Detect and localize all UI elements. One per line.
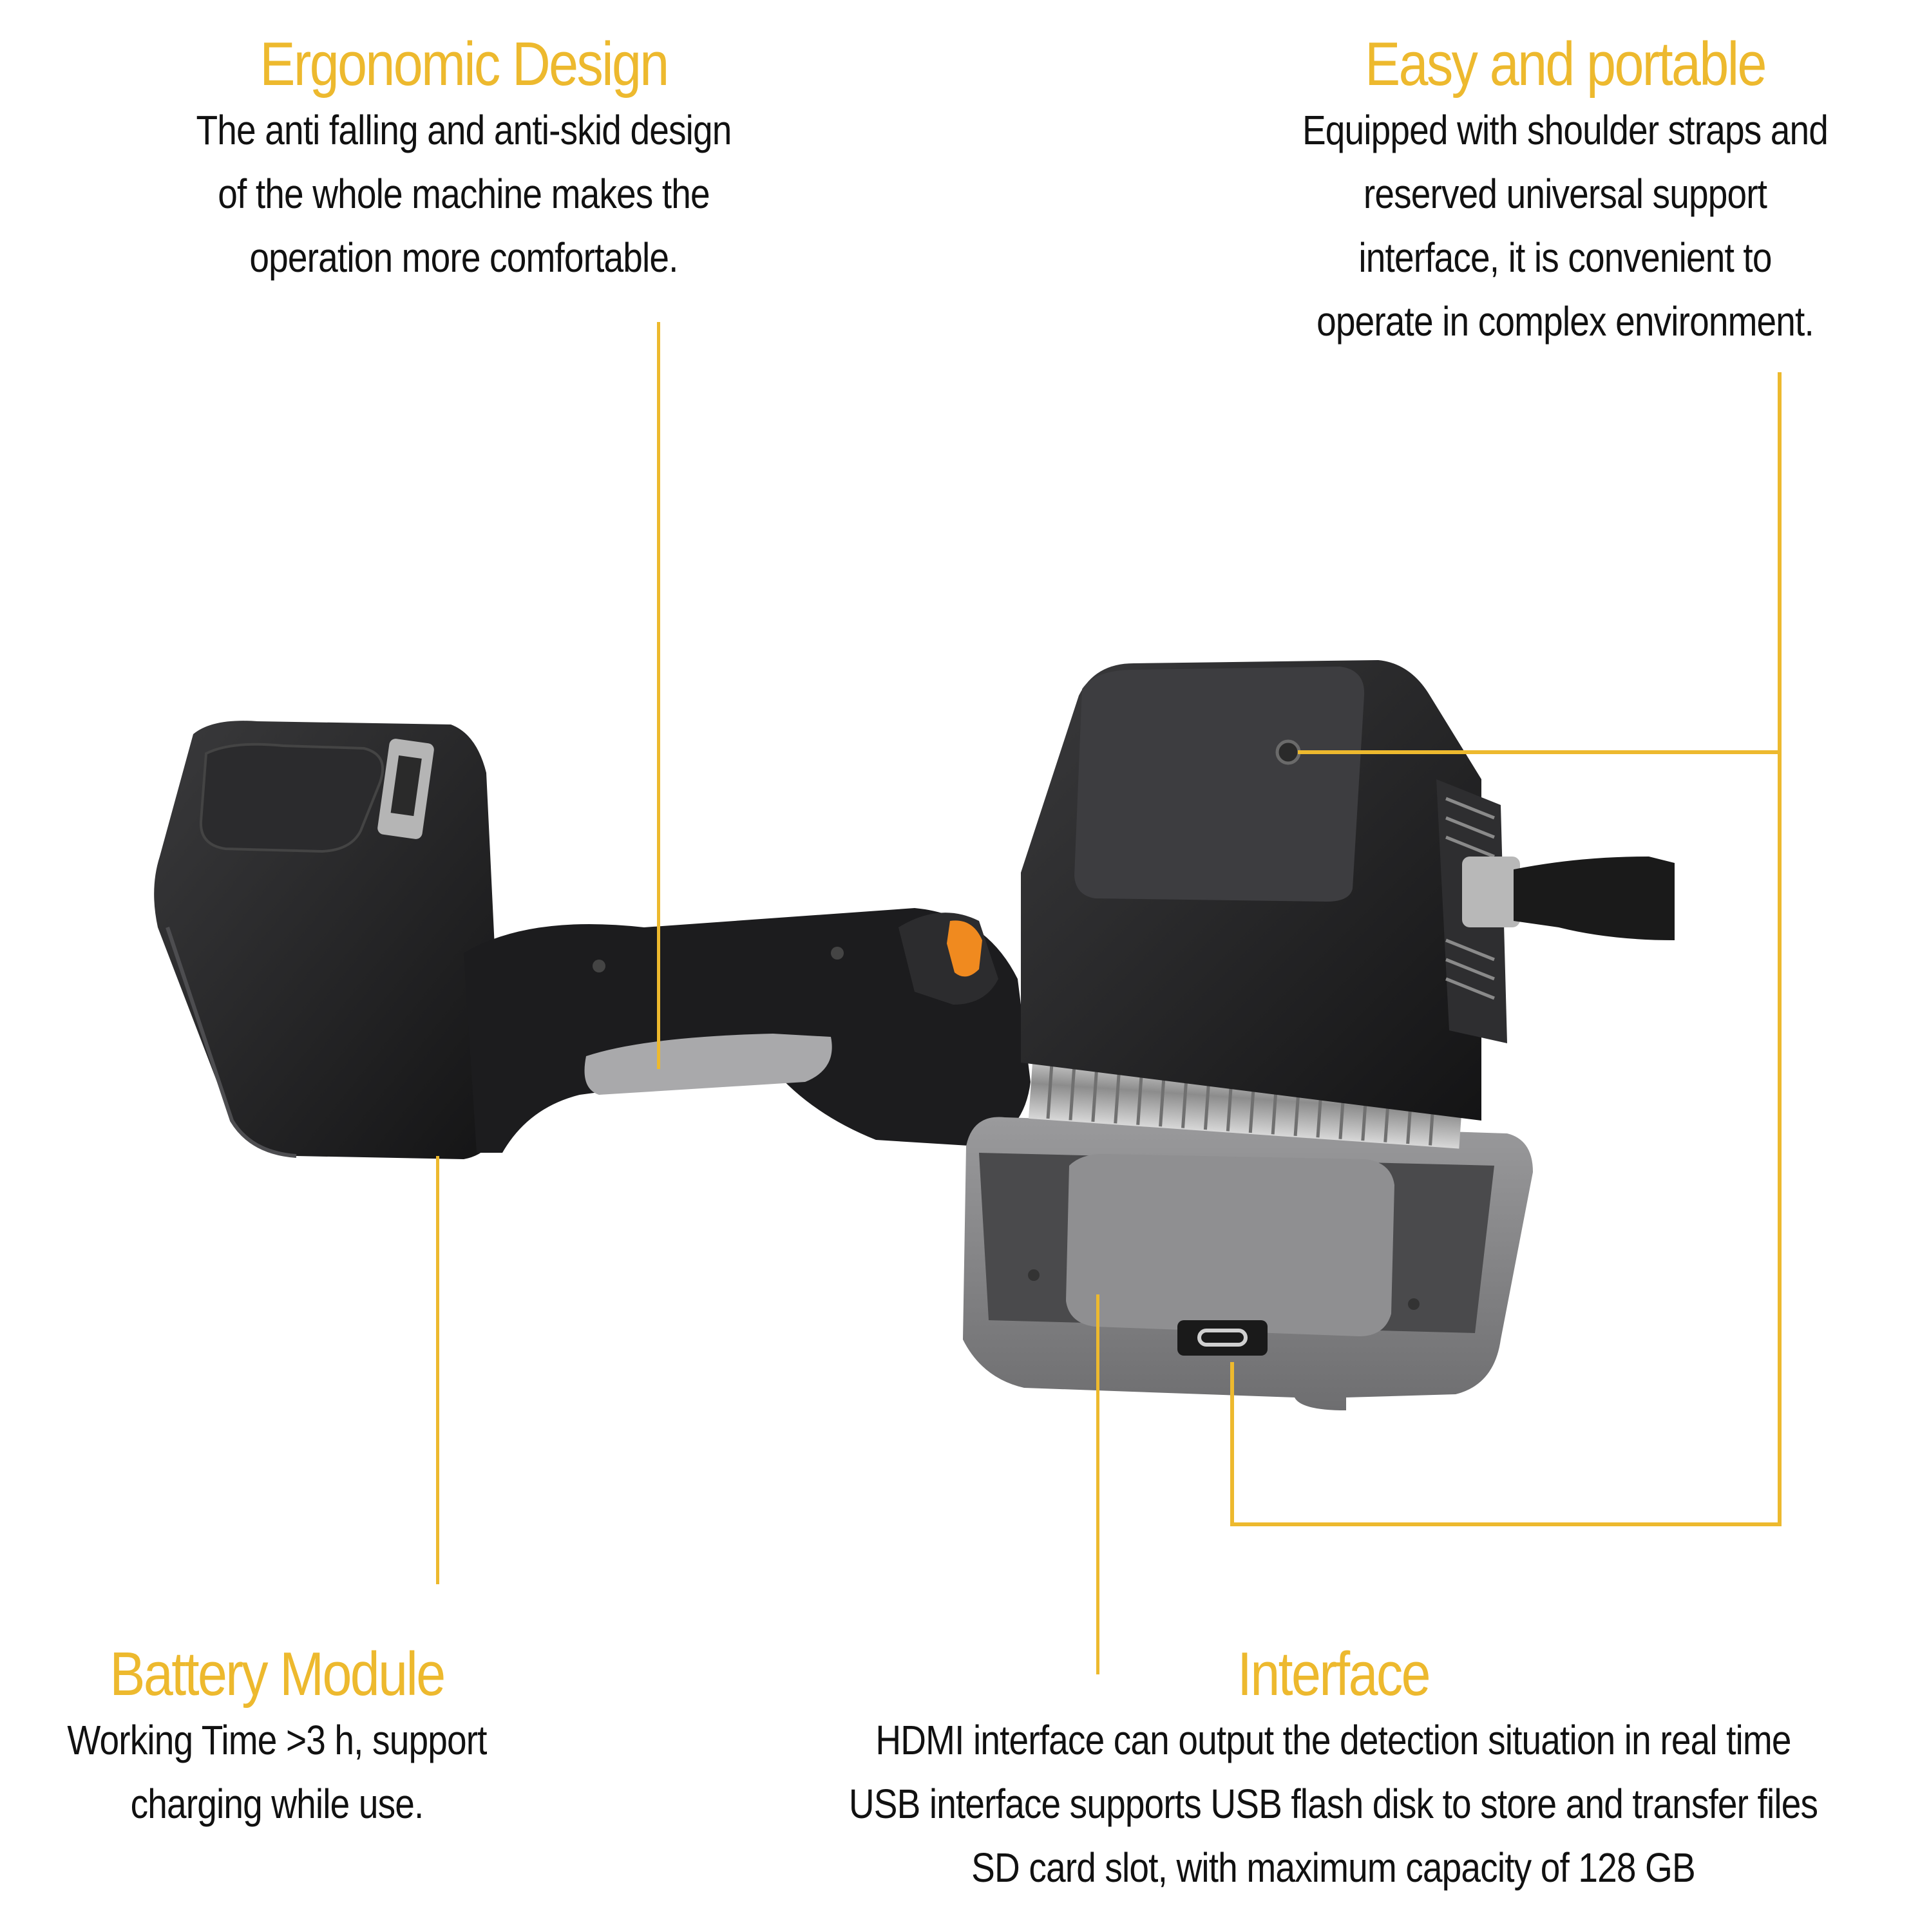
description-line: Working Time >3 h, support (67, 1716, 487, 1763)
base-tray (963, 1117, 1533, 1410)
trigger-button (947, 920, 982, 977)
battery-module (154, 721, 502, 1159)
callout-ergonomic-design: Ergonomic Design The anti falling and an… (39, 32, 889, 290)
handle-grip (464, 908, 1031, 1153)
description-line: of the whole machine makes the (218, 170, 710, 217)
mount-screw-hole (1275, 739, 1301, 765)
description-line: interface, it is convenient to (1358, 234, 1772, 281)
interface-leader-line-bottom (1230, 1522, 1782, 1526)
camera-head (1021, 660, 1675, 1121)
interface-title: Interface (1237, 1640, 1431, 1709)
interface-description: HDMI interface can output the detection … (829, 1709, 1837, 1900)
battery-module-title: Battery Module (109, 1640, 446, 1709)
description-line: The anti falling and anti-skid design (196, 106, 732, 153)
ergonomic-design-description: The anti falling and anti-skid design of… (98, 99, 829, 290)
callout-interface: Interface HDMI interface can output the … (747, 1642, 1919, 1900)
battery-module-description: Working Time >3 h, support charging whil… (39, 1709, 515, 1836)
interface-leader-line-sd (1096, 1294, 1099, 1674)
description-line: charging while use. (130, 1780, 424, 1827)
callout-easy-portable: Easy and portable Equipped with shoulder… (1211, 32, 1919, 354)
description-line: operation more comfortable. (249, 234, 678, 281)
easy-portable-description: Equipped with shoulder straps and reserv… (1260, 99, 1870, 354)
description-line: SD card slot, with maximum capacity of 1… (971, 1844, 1696, 1891)
callout-battery-module: Battery Module Working Time >3 h, suppor… (0, 1642, 554, 1836)
description-line: USB interface supports USB flash disk to… (848, 1780, 1818, 1827)
interface-leader-line-usb (1230, 1362, 1234, 1526)
ergonomic-leader-line (657, 322, 660, 1069)
easy-portable-title: Easy and portable (1365, 30, 1767, 99)
ergonomic-design-title: Ergonomic Design (260, 30, 669, 99)
description-line: operate in complex environment. (1316, 298, 1814, 345)
description-line: Equipped with shoulder straps and (1302, 106, 1829, 153)
description-line: HDMI interface can output the detection … (875, 1716, 1791, 1763)
description-line: reserved universal support (1363, 170, 1767, 217)
portable-leader-line-horizontal (1298, 750, 1782, 754)
portable-leader-line-vertical (1778, 372, 1782, 1526)
battery-leader-line (436, 1156, 439, 1584)
